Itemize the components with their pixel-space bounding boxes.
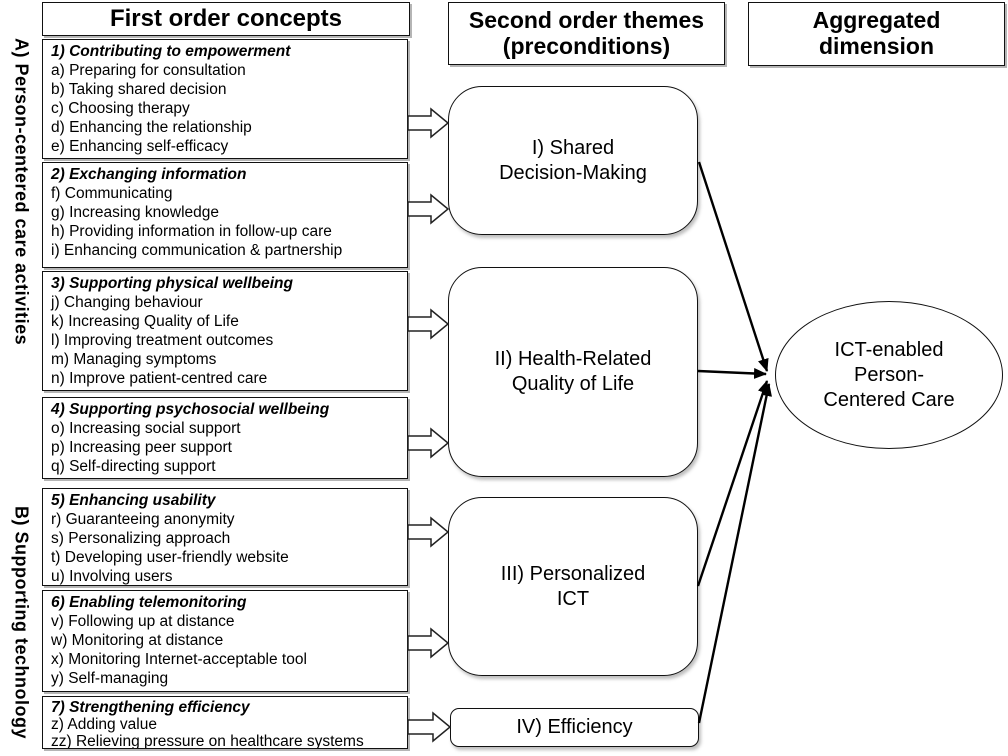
concept-item: t) Developing user-friendly website: [51, 549, 289, 566]
concept-group-title: 1) Contributing to empowerment: [51, 43, 291, 60]
header-aggregated-dimension: Aggregated dimension: [748, 2, 1005, 66]
concept-item: e) Enhancing self-efficacy: [51, 138, 229, 155]
concept-group-7-efficiency: 7) Strengthening efficiency z) Adding va…: [42, 696, 408, 749]
concept-item: n) Improve patient-centred care: [51, 370, 268, 387]
concept-item: r) Guaranteeing anonymity: [51, 511, 235, 528]
concept-group-6-telemonitoring: 6) Enabling telemonitoring v) Following …: [42, 590, 408, 692]
block-arrow-group1-to-theme1: [407, 107, 450, 139]
concept-item: s) Personalizing approach: [51, 530, 231, 547]
concept-group-title: 4) Supporting psychosocial wellbeing: [51, 401, 330, 418]
concept-item: zz) Relieving pressure on healthcare sys…: [51, 733, 364, 749]
concept-item: a) Preparing for consultation: [51, 62, 246, 79]
concept-item: u) Involving users: [51, 568, 173, 585]
concept-item: d) Enhancing the relationship: [51, 119, 252, 136]
concept-item: o) Increasing social support: [51, 420, 241, 437]
block-arrow-group7-to-theme4: [407, 711, 452, 743]
theme-shared-decision-making: I) Shared Decision-Making: [448, 86, 698, 235]
concept-item: q) Self-directing support: [51, 458, 216, 475]
concept-item: p) Increasing peer support: [51, 439, 232, 456]
arrow-theme2-to-dimension: [697, 367, 767, 379]
arrow-theme1-to-dimension: [697, 161, 769, 372]
concept-item: j) Changing behaviour: [51, 294, 203, 311]
concept-group-3-physical-wellbeing: 3) Supporting physical wellbeing j) Chan…: [42, 271, 408, 391]
concept-item: z) Adding value: [51, 716, 157, 733]
block-arrow-group5-to-theme3: [407, 516, 450, 548]
concept-item: f) Communicating: [51, 185, 173, 202]
theme-personalized-ict: III) Personalized ICT: [448, 497, 698, 676]
concept-item: g) Increasing knowledge: [51, 204, 220, 221]
block-arrow-group6-to-theme3: [407, 627, 450, 659]
concept-group-5-usability: 5) Enhancing usability r) Guaranteeing a…: [42, 488, 408, 586]
theme-health-related-quality-of-life: II) Health-Related Quality of Life: [448, 267, 698, 477]
concept-group-2-exchanging-information: 2) Exchanging information f) Communicati…: [42, 162, 408, 268]
header-first-order-concepts: First order concepts: [42, 2, 410, 36]
block-arrow-group3-to-theme2: [407, 308, 450, 340]
concept-item: m) Managing symptoms: [51, 351, 217, 368]
concept-group-4-psychosocial-wellbeing: 4) Supporting psychosocial wellbeing o) …: [42, 397, 408, 479]
concept-item: y) Self-managing: [51, 670, 169, 687]
side-label-person-centered-care-activities: A) Person-centered care activities: [11, 38, 32, 346]
side-label-supporting-technology: B) Supporting technology: [11, 505, 32, 739]
concept-item: c) Choosing therapy: [51, 100, 190, 117]
concept-group-title: 6) Enabling telemonitoring: [51, 594, 247, 611]
aggregated-dimension-node: ICT-enabled Person- Centered Care: [775, 301, 1003, 449]
concept-group-1-empowerment: 1) Contributing to empowerment a) Prepar…: [42, 39, 408, 159]
concept-group-title: 7) Strengthening efficiency: [51, 699, 250, 716]
concept-group-title: 2) Exchanging information: [51, 166, 247, 183]
concept-item: v) Following up at distance: [51, 613, 235, 630]
concept-item: h) Providing information in follow-up ca…: [51, 223, 332, 240]
concept-item: b) Taking shared decision: [51, 81, 227, 98]
arrow-theme4-to-dimension: [697, 383, 772, 724]
concept-item: w) Monitoring at distance: [51, 632, 224, 649]
concept-item: x) Monitoring Internet-acceptable tool: [51, 651, 307, 668]
concept-item: i) Enhancing communication & partnership: [51, 242, 343, 259]
block-arrow-group4-to-theme2: [407, 427, 450, 459]
concept-group-title: 5) Enhancing usability: [51, 492, 216, 509]
theme-efficiency: IV) Efficiency: [450, 708, 699, 747]
concept-item: k) Increasing Quality of Life: [51, 313, 239, 330]
arrow-theme3-to-dimension: [696, 380, 769, 587]
header-second-order-themes: Second order themes (preconditions): [448, 2, 725, 65]
concept-group-title: 3) Supporting physical wellbeing: [51, 275, 293, 292]
block-arrow-group2-to-theme1: [407, 193, 450, 225]
concept-item: l) Improving treatment outcomes: [51, 332, 274, 349]
